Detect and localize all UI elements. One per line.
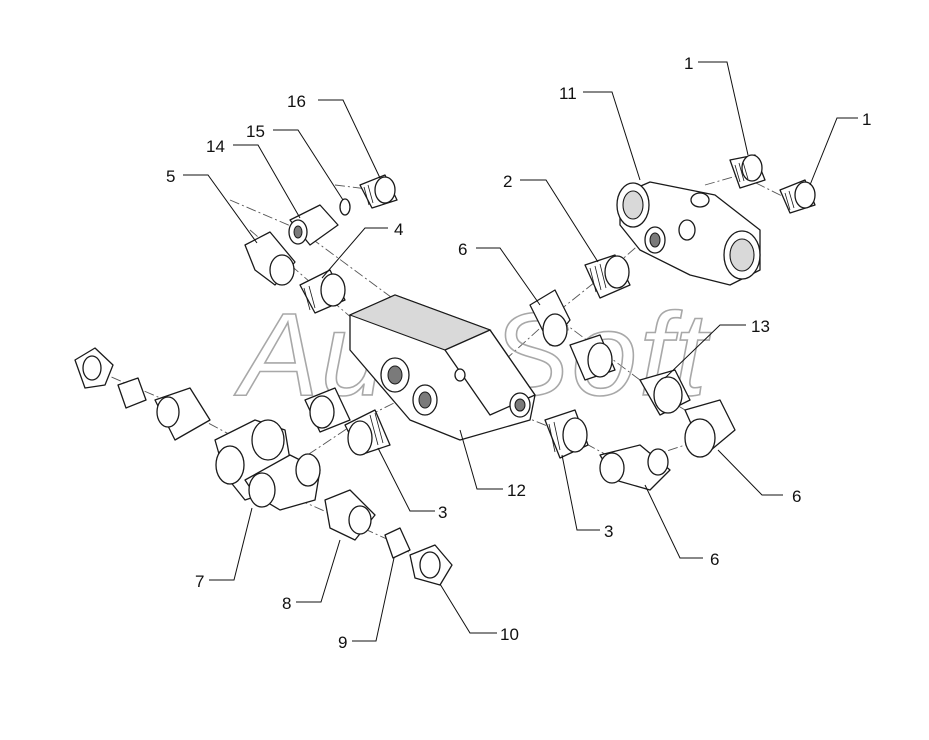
callout-13: 13 — [751, 317, 770, 336]
elbow-6-upper — [529, 289, 571, 347]
callout-8: 8 — [282, 594, 291, 613]
fitting-2 — [584, 254, 631, 299]
fitting-16 — [359, 174, 398, 209]
callout-labels: 1 1 11 16 15 14 5 4 2 6 13 3 12 3 6 6 7 … — [166, 54, 871, 652]
fitting-13 — [569, 334, 616, 381]
nut-8 — [324, 489, 376, 541]
callout-11: 11 — [559, 84, 577, 103]
callout-3-left: 3 — [438, 503, 447, 522]
fitting-3-upper-left — [304, 387, 351, 433]
leader-lines — [183, 61, 858, 642]
callout-9: 9 — [338, 633, 347, 652]
valve-body-11 — [616, 181, 761, 286]
fitting-1-upper — [729, 154, 766, 189]
left-nut — [74, 347, 114, 389]
callout-3-right: 3 — [604, 522, 613, 541]
callout-16: 16 — [287, 92, 306, 111]
valve-block-12 — [348, 294, 536, 441]
elbow-6-right — [639, 369, 736, 458]
callout-6-right: 6 — [792, 487, 801, 506]
left-adapter — [154, 387, 211, 441]
callout-2: 2 — [503, 172, 512, 191]
nut-10 — [409, 544, 453, 586]
callout-7: 7 — [195, 572, 204, 591]
callout-14: 14 — [206, 137, 225, 156]
callout-12: 12 — [507, 481, 526, 500]
nut-14 — [288, 204, 339, 246]
elbow-6-lower — [599, 444, 671, 491]
callout-6-lower: 6 — [710, 550, 719, 569]
fitting-3-left — [344, 409, 391, 456]
sleeve-9 — [384, 527, 411, 559]
callout-10: 10 — [500, 625, 519, 644]
callout-15: 15 — [246, 122, 265, 141]
tee-7 — [214, 419, 321, 511]
callout-1-right: 1 — [862, 110, 871, 129]
fitting-4 — [299, 269, 346, 314]
callout-1-upper: 1 — [684, 54, 693, 73]
washer-15 — [339, 198, 351, 216]
left-sleeve — [117, 377, 147, 409]
callout-5: 5 — [166, 167, 175, 186]
callout-6-upper: 6 — [458, 240, 467, 259]
elbow-5 — [244, 231, 296, 286]
callout-4: 4 — [394, 220, 403, 239]
fitting-3-right — [544, 409, 589, 459]
fitting-1-right — [779, 179, 816, 214]
